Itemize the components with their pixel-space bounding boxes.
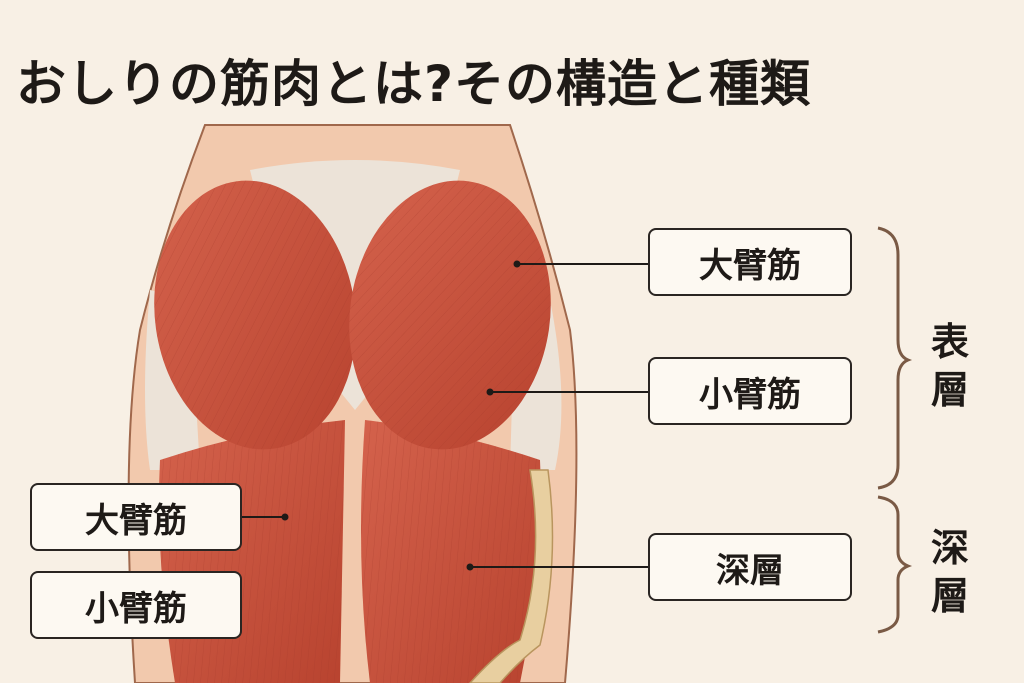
label-box-gluteus-maximus-left: 大臂筋 [30,483,242,551]
leader-lines [242,260,648,571]
hamstring-right [361,420,541,683]
label-box-gluteus-maximus-right: 大臂筋 [648,228,852,296]
label-text: 小臂筋 [699,374,801,415]
group-label-surface: 表層 [930,320,969,412]
label-text: 小臂筋 [85,588,187,629]
surface-bracket [877,226,913,490]
brackets [877,226,913,634]
deep-bracket [877,495,913,634]
gluteus-left [154,180,356,450]
label-box-gluteus-minimus-left: 小臂筋 [30,571,242,639]
label-text: 大臂筋 [85,500,187,541]
label-box-gluteus-minimus-right: 小臂筋 [648,357,852,425]
femur-bone [468,469,554,683]
hamstring-left [159,420,345,683]
label-text: 大臂筋 [699,245,801,286]
label-text: 深層 [716,550,784,591]
label-box-deep-right: 深層 [648,533,852,601]
group-label-deep: 深層 [930,526,969,618]
page-title: おしりの筋肉とは?その構造と種類 [16,55,812,113]
gluteus-right [349,180,551,450]
